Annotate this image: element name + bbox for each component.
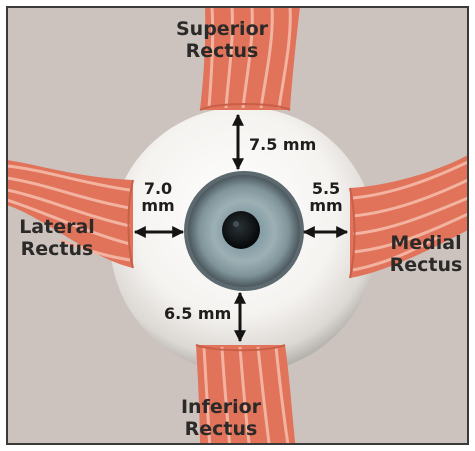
inferior-distance-label: 6.5 mm xyxy=(164,305,231,322)
medial-rectus-label: Medial Rectus xyxy=(384,232,468,276)
inferior-rectus-label: Inferior Rectus xyxy=(176,396,266,440)
superior-distance-label: 7.5 mm xyxy=(249,136,316,153)
medial-distance-label: 5.5 mm xyxy=(302,180,350,214)
medial-distance-value: 5.5 xyxy=(302,180,350,197)
lateral-rectus-label-line2: Rectus xyxy=(14,238,100,260)
pupil xyxy=(222,211,260,249)
inferior-rectus-label-line2: Rectus xyxy=(176,418,266,440)
lateral-distance-unit: mm xyxy=(134,197,182,214)
superior-rectus-label-line2: Rectus xyxy=(172,40,272,62)
lateral-rectus-label-line1: Lateral xyxy=(14,216,100,238)
medial-distance-unit: mm xyxy=(302,197,350,214)
pupil-highlight xyxy=(233,221,239,227)
medial-rectus-label-line2: Rectus xyxy=(384,254,468,276)
superior-rectus-label-line1: Superior xyxy=(172,18,272,40)
superior-rectus-label: Superior Rectus xyxy=(172,18,272,62)
medial-rectus-label-line1: Medial xyxy=(384,232,468,254)
inferior-rectus-label-line1: Inferior xyxy=(176,396,266,418)
lateral-distance-label: 7.0 mm xyxy=(134,180,182,214)
lateral-rectus-label: Lateral Rectus xyxy=(14,216,100,260)
lateral-distance-value: 7.0 xyxy=(134,180,182,197)
